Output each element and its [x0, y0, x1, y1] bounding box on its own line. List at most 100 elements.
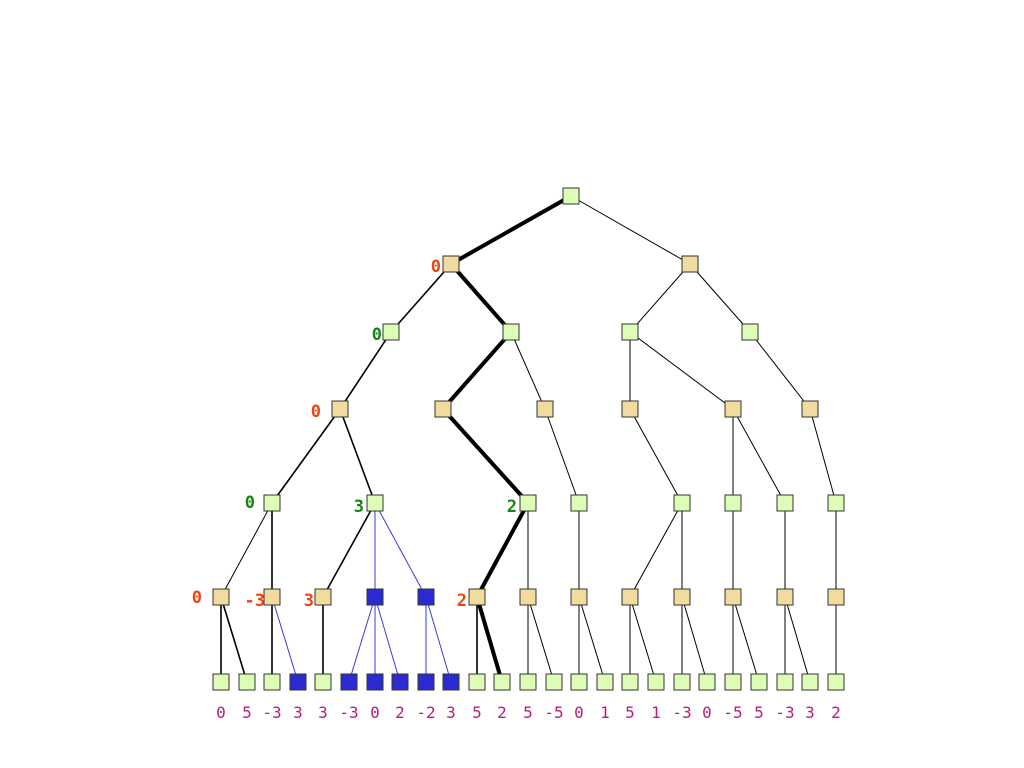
tree-node-n31: [724, 588, 742, 606]
leaf-node-L12: [519, 673, 537, 691]
node-value-label-n21: 0: [192, 588, 202, 608]
tree-edge-n6-n12: [749, 331, 811, 410]
leaf-node-L8: [417, 673, 435, 691]
tree-edge-n0-n1: [450, 194, 572, 266]
tree-edge-n17-n29: [629, 502, 683, 598]
leaf-value-label-L9: 3: [446, 703, 456, 722]
tree-edge-n14-n25: [374, 502, 427, 598]
tree-node-n0: [562, 187, 580, 205]
tree-node-n15: [519, 494, 537, 512]
tree-edge-n32-L23: [784, 596, 811, 683]
tree-edge-n26-L11: [475, 596, 504, 683]
leaf-value-label-L16: 5: [625, 703, 635, 722]
leaf-value-label-L19: 0: [702, 703, 712, 722]
edges-layer: [220, 194, 837, 683]
node-value-label-n26: 2: [457, 591, 467, 611]
tree-node-n11: [724, 400, 742, 418]
tree-edge-n7-n13: [271, 408, 341, 504]
tree-node-n19: [776, 494, 794, 512]
leaf-value-label-L14: 0: [574, 703, 584, 722]
leaf-value-label-L12: 5: [523, 703, 533, 722]
leaf-value-label-L17: 1: [651, 703, 661, 722]
tree-edge-n9-n16: [544, 408, 580, 504]
leaf-node-L24: [827, 673, 845, 691]
leaf-value-label-L18: -3: [672, 703, 691, 722]
tree-node-n21: [212, 588, 230, 606]
tree-node-n32: [776, 588, 794, 606]
tree-node-n22: [263, 588, 281, 606]
leaf-value-label-L22: -3: [775, 703, 794, 722]
tree-edge-n3-n7: [339, 331, 392, 410]
node-value-label-n3: 0: [372, 325, 382, 345]
leaf-value-label-L10: 5: [472, 703, 482, 722]
tree-edge-n2-n5: [629, 263, 691, 333]
tree-edge-n29-L17: [629, 596, 657, 683]
tree-node-n10: [621, 400, 639, 418]
leaf-value-label-L21: 5: [754, 703, 764, 722]
leaf-node-L3: [289, 673, 307, 691]
tree-edge-n27-L13: [527, 596, 555, 683]
tree-node-n30: [673, 588, 691, 606]
tree-node-n2: [681, 255, 699, 273]
leaf-node-L17: [647, 673, 665, 691]
tree-edge-n24-L7: [374, 596, 401, 683]
leaf-node-L18: [673, 673, 691, 691]
leaf-node-L13: [545, 673, 563, 691]
tree-edge-n12-n20: [809, 408, 837, 504]
tree-edge-n4-n8: [441, 330, 513, 411]
node-value-label-n23: 3: [304, 591, 314, 611]
leaf-value-label-L15: 1: [600, 703, 610, 722]
leaf-value-label-L6: 0: [370, 703, 380, 722]
tree-node-n3: [382, 323, 400, 341]
leaf-value-label-L23: 3: [805, 703, 815, 722]
tree-edge-n14-n23: [322, 502, 376, 598]
leaf-node-L19: [698, 673, 716, 691]
leaf-value-label-L13: -5: [544, 703, 563, 722]
tree-edge-n30-L19: [681, 596, 708, 683]
node-value-label-n22: -3: [245, 591, 265, 611]
tree-edge-n13-n21: [220, 502, 273, 598]
node-value-label-n14: 3: [354, 497, 364, 517]
tree-node-n7: [331, 400, 349, 418]
tree-node-n33: [827, 588, 845, 606]
tree-node-n8: [434, 400, 452, 418]
leaf-value-label-L24: 2: [831, 703, 841, 722]
tree-edge-n2-n6: [689, 263, 751, 333]
tree-edge-n1-n3: [390, 263, 452, 333]
tree-node-n18: [724, 494, 742, 512]
tree-node-n26: [468, 588, 486, 606]
leaf-value-label-L4: 3: [318, 703, 328, 722]
tree-node-n29: [621, 588, 639, 606]
leaf-value-label-L11: 2: [497, 703, 507, 722]
tree-edge-n21-L1: [220, 596, 248, 683]
tree-edge-n22-L3: [271, 596, 299, 683]
tree-node-n14: [366, 494, 384, 512]
node-value-label-n13: 0: [245, 493, 255, 513]
leaf-value-label-L8: -2: [416, 703, 435, 722]
tree-edge-n25-L9: [425, 596, 452, 683]
leaf-node-L21: [750, 673, 768, 691]
tree-node-n9: [536, 400, 554, 418]
leaf-node-L9: [442, 673, 460, 691]
tree-node-n12: [801, 400, 819, 418]
leaf-node-L4: [314, 673, 332, 691]
leaf-node-L20: [724, 673, 742, 691]
tree-edge-n10-n17: [629, 408, 683, 504]
tree-node-n24: [366, 588, 384, 606]
leaf-node-L15: [596, 673, 614, 691]
tree-node-n1: [442, 255, 460, 273]
node-value-label-n7: 0: [311, 402, 321, 422]
tree-node-n25: [417, 588, 435, 606]
tree-node-n23: [314, 588, 332, 606]
tree-node-n27: [519, 588, 537, 606]
nodes-layer: [212, 187, 845, 691]
tree-edge-n4-n9: [510, 331, 546, 410]
tree-edge-n31-L21: [732, 596, 760, 683]
leaf-node-L22: [776, 673, 794, 691]
tree-edge-n8-n15: [441, 407, 530, 505]
tree-node-n5: [621, 323, 639, 341]
tree-edge-n28-L15: [578, 596, 606, 683]
tree-edge-n15-n26: [475, 502, 530, 598]
